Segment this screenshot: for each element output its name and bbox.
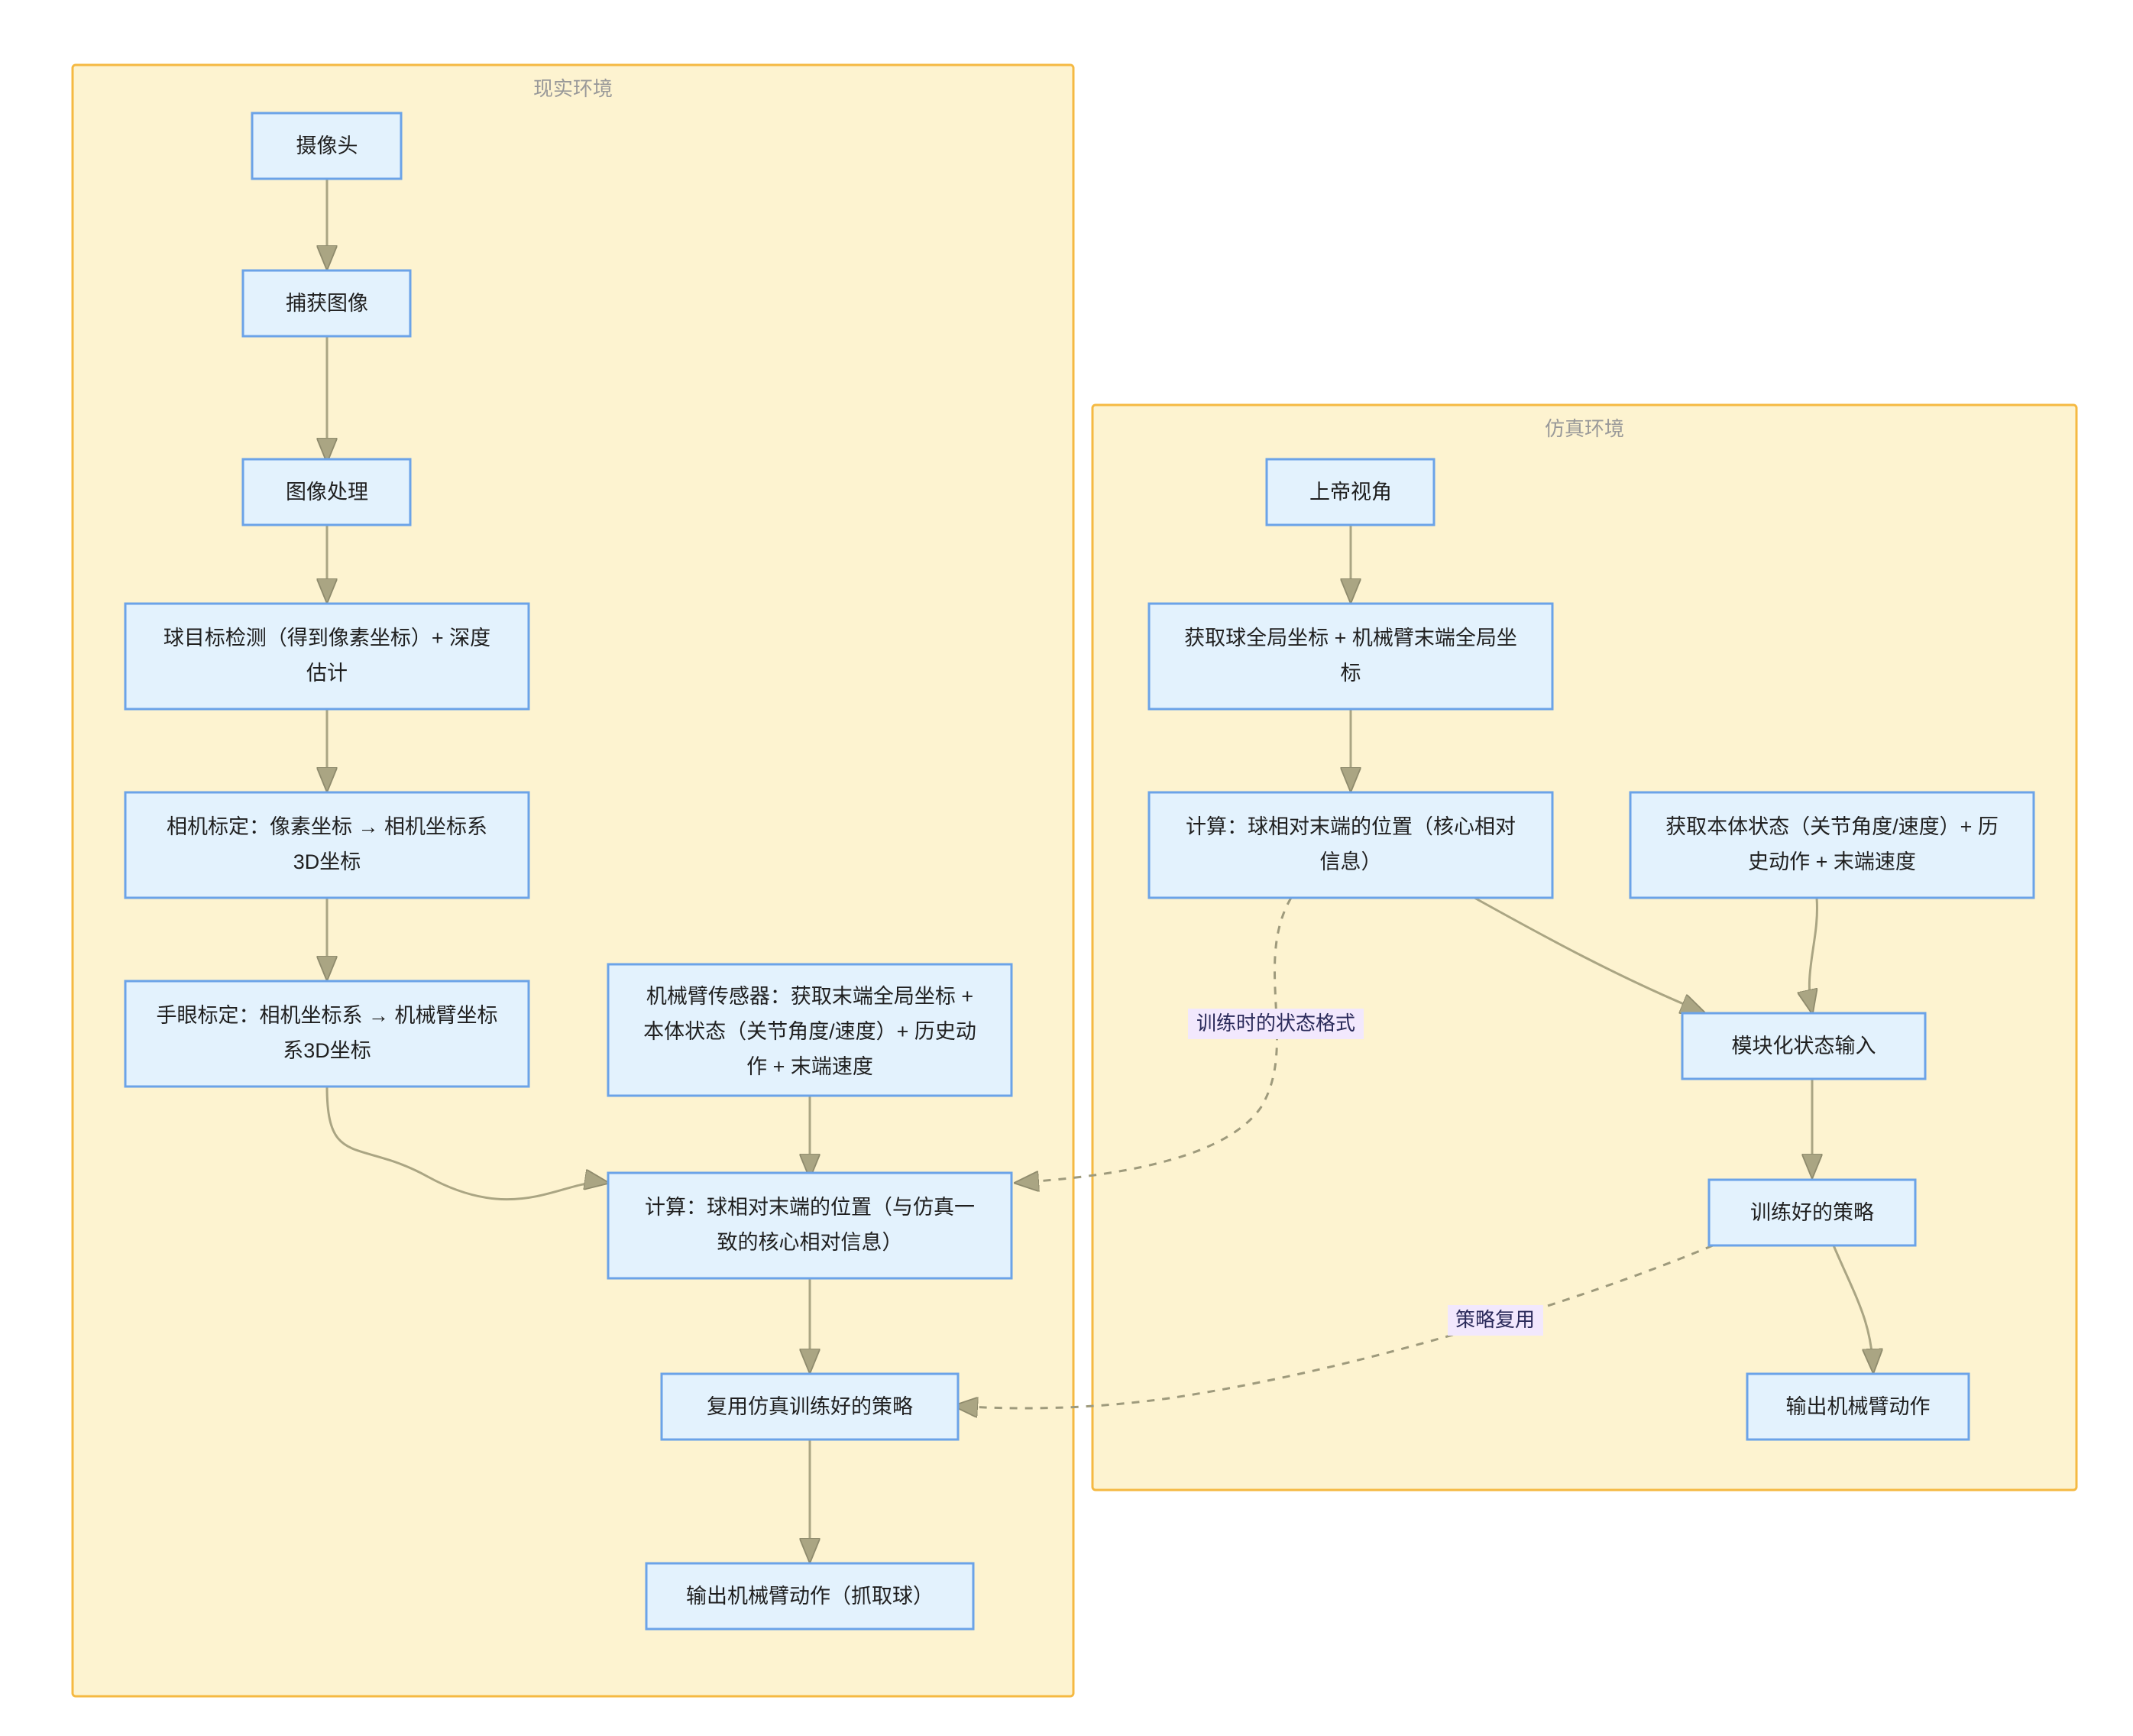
- node-camera[interactable]: 摄像头: [251, 112, 403, 180]
- edge-trainedpolicy-to-simoutput: [1832, 1245, 1873, 1372]
- cluster-sim-rect: [1091, 403, 2078, 1491]
- node-sim-compute[interactable]: 计算：球相对末端的位置（核心相对 信息）: [1147, 791, 1554, 899]
- node-global-coordinates[interactable]: 获取球全局坐标 + 机械臂末端全局坐 标: [1147, 602, 1554, 711]
- node-reuse-policy[interactable]: 复用仿真训练好的策略: [660, 1372, 960, 1441]
- node-realoutput-label: 输出机械臂动作（抓取球）: [686, 1585, 934, 1608]
- node-ball-detection[interactable]: 球目标检测（得到像素坐标）+ 深度 估计: [124, 602, 530, 711]
- edge-simcompute-to-modularstate: [1474, 896, 1704, 1012]
- node-modularstate-rect[interactable]: [1681, 1012, 1927, 1080]
- cluster-sim-environment: 仿真环境: [1091, 403, 2078, 1491]
- edge-group-sim: [1351, 520, 1873, 1372]
- edge-label-state-format: 训练时的状态格式: [1188, 1009, 1364, 1039]
- node-capture-label: 捕获图像: [286, 292, 368, 315]
- node-armsensor-line1: 机械臂传感器：获取末端全局坐标 +: [646, 985, 973, 1008]
- node-bodystate-line1: 获取本体状态（关节角度/速度）+ 历: [1665, 815, 1999, 838]
- node-balldetect-rect[interactable]: [124, 602, 530, 711]
- node-imgproc-label: 图像处理: [286, 481, 368, 504]
- node-capture-image[interactable]: 捕获图像: [241, 269, 412, 338]
- node-godview-rect[interactable]: [1265, 458, 1435, 526]
- node-simcompute-line1: 计算：球相对末端的位置（核心相对: [1186, 815, 1516, 838]
- node-simcompute-rect[interactable]: [1147, 791, 1554, 899]
- node-armsensor-line2: 本体状态（关节角度/速度）+ 历史动: [643, 1020, 976, 1043]
- node-simoutput-label: 输出机械臂动作: [1786, 1395, 1931, 1418]
- node-real-output[interactable]: 输出机械臂动作（抓取球）: [645, 1562, 975, 1631]
- node-camcalib-line1: 相机标定：像素坐标 → 相机坐标系: [167, 815, 487, 838]
- node-realoutput-rect[interactable]: [645, 1562, 975, 1631]
- edge-label-policy-reuse-bg: [1448, 1305, 1543, 1336]
- edge-label-state-format-bg: [1188, 1009, 1364, 1039]
- node-armsensor-rect[interactable]: [607, 963, 1013, 1097]
- node-simcompute-line2: 信息）: [1320, 850, 1382, 873]
- node-trained-policy[interactable]: 训练好的策略: [1707, 1178, 1917, 1247]
- node-camera-calibration[interactable]: 相机标定：像素坐标 → 相机坐标系 3D坐标: [124, 791, 530, 899]
- node-globalcoord-rect[interactable]: [1147, 602, 1554, 711]
- node-sim-output[interactable]: 输出机械臂动作: [1746, 1372, 1970, 1441]
- node-camcalib-line2: 3D坐标: [293, 850, 361, 873]
- edge-label-policy-reuse-text: 策略复用: [1455, 1308, 1535, 1331]
- node-real-compute[interactable]: 计算：球相对末端的位置（与仿真一 致的核心相对信息）: [607, 1171, 1013, 1280]
- node-godview-label: 上帝视角: [1309, 481, 1392, 504]
- node-realcompute-rect[interactable]: [607, 1171, 1013, 1280]
- node-camera-rect[interactable]: [251, 112, 403, 180]
- node-camera-label: 摄像头: [296, 134, 358, 157]
- node-image-processing[interactable]: 图像处理: [241, 458, 412, 526]
- node-trainedpolicy-label: 训练好的策略: [1750, 1201, 1874, 1224]
- node-reusepolicy-label: 复用仿真训练好的策略: [707, 1395, 913, 1418]
- cluster-real-title: 现实环境: [533, 77, 613, 100]
- node-handeye-rect[interactable]: [124, 980, 530, 1088]
- edge-handeye-to-realcompute: [325, 1086, 607, 1201]
- cluster-sim-title: 仿真环境: [1545, 417, 1624, 440]
- edge-simcompute-to-realcompute-dotted: [1016, 897, 1293, 1183]
- edge-group-real: [327, 179, 810, 1561]
- node-modularstate-label: 模块化状态输入: [1732, 1035, 1876, 1057]
- node-camcalib-rect[interactable]: [124, 791, 530, 899]
- node-god-view[interactable]: 上帝视角: [1265, 458, 1435, 526]
- edge-group-cross: [955, 897, 1714, 1408]
- node-hand-eye-calibration[interactable]: 手眼标定：相机坐标系 → 机械臂坐标 系3D坐标: [124, 980, 530, 1088]
- node-capture-rect[interactable]: [241, 269, 412, 338]
- node-globalcoord-line1: 获取球全局坐标 + 机械臂末端全局坐: [1184, 627, 1517, 649]
- node-bodystate-line2: 史动作 + 末端速度: [1748, 850, 1916, 873]
- node-modular-state-input[interactable]: 模块化状态输入: [1681, 1012, 1927, 1080]
- node-simoutput-rect[interactable]: [1746, 1372, 1970, 1441]
- node-globalcoord-line2: 标: [1341, 662, 1361, 685]
- node-realcompute-line1: 计算：球相对末端的位置（与仿真一: [645, 1196, 975, 1219]
- edge-label-state-format-text: 训练时的状态格式: [1196, 1012, 1355, 1035]
- node-balldetect-line2: 估计: [306, 662, 348, 685]
- node-armsensor-line3: 作 + 末端速度: [746, 1055, 873, 1078]
- node-bodystate-rect[interactable]: [1629, 791, 2035, 899]
- node-trainedpolicy-rect[interactable]: [1707, 1178, 1917, 1247]
- node-body-state[interactable]: 获取本体状态（关节角度/速度）+ 历 史动作 + 末端速度: [1629, 791, 2035, 899]
- edge-trainedpolicy-to-reusepolicy-dotted: [955, 1244, 1714, 1408]
- node-reusepolicy-rect[interactable]: [660, 1372, 960, 1441]
- node-realcompute-line2: 致的核心相对信息）: [717, 1231, 903, 1254]
- node-imgproc-rect[interactable]: [241, 458, 412, 526]
- node-handeye-line1: 手眼标定：相机坐标系 → 机械臂坐标: [156, 1004, 497, 1027]
- edge-bodystate-to-modularstate: [1809, 897, 1818, 1012]
- node-arm-sensor[interactable]: 机械臂传感器：获取末端全局坐标 + 本体状态（关节角度/速度）+ 历史动 作 +…: [607, 963, 1013, 1097]
- node-balldetect-line1: 球目标检测（得到像素坐标）+ 深度: [163, 627, 490, 649]
- edge-label-policy-reuse: 策略复用: [1448, 1305, 1543, 1336]
- node-handeye-line2: 系3D坐标: [283, 1039, 371, 1062]
